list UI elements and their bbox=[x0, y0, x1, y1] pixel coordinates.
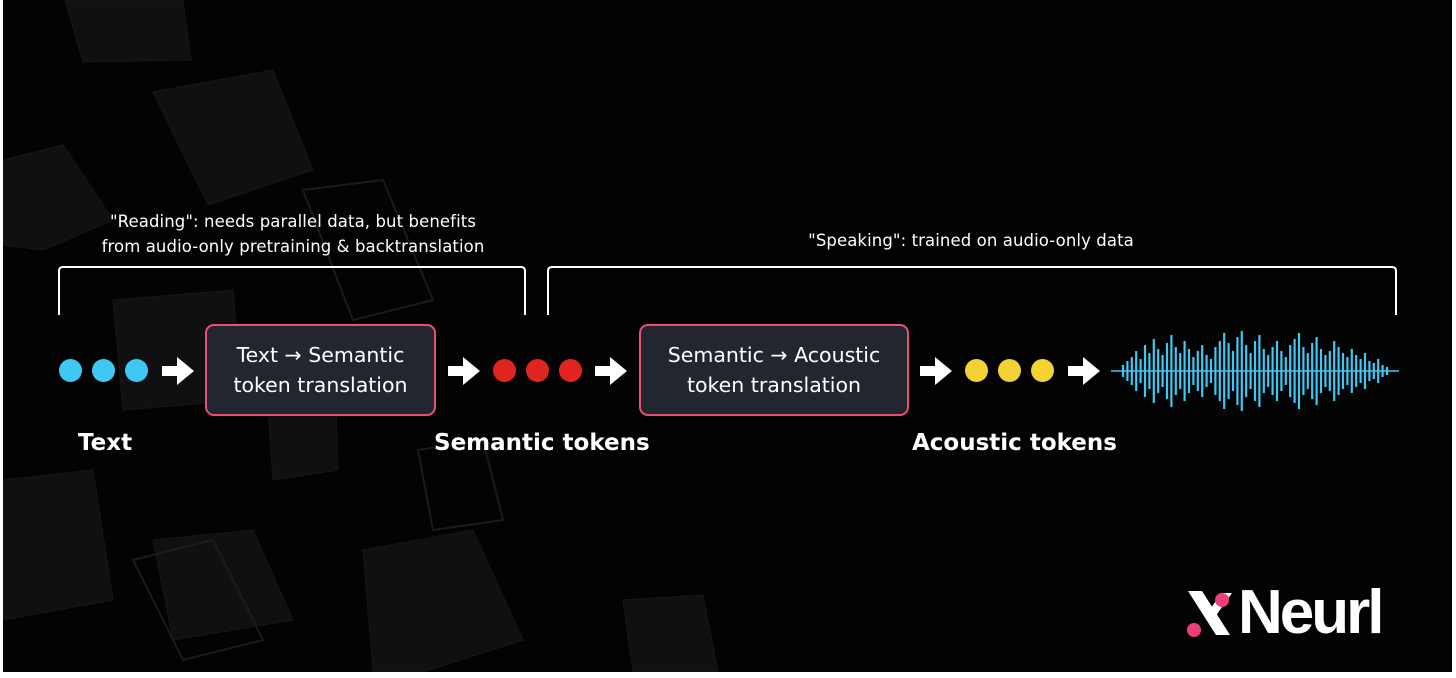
waveform-icon bbox=[1111, 331, 1399, 411]
reading-bracket bbox=[58, 266, 526, 315]
neurl-logo: Neurl bbox=[1182, 578, 1384, 647]
neurl-x-icon bbox=[1187, 591, 1232, 637]
arrow-right-icon bbox=[162, 357, 194, 385]
semantic-to-acoustic-box: Semantic → Acoustic token translation bbox=[639, 324, 909, 416]
speaking-caption: "Speaking": trained on audio-only data bbox=[808, 231, 1134, 250]
reading-caption: "Reading": needs parallel data, but bene… bbox=[101, 212, 485, 256]
text-token-dot bbox=[92, 359, 115, 382]
text-to-semantic-box: Text → Semantic token translation bbox=[205, 324, 436, 416]
acoustic-token-dot bbox=[998, 359, 1021, 382]
arrow-right-icon bbox=[448, 357, 480, 385]
arrow-right-icon bbox=[1068, 357, 1100, 385]
logo-wordmark: Neurl bbox=[1238, 578, 1384, 647]
text-token-dot bbox=[125, 359, 148, 382]
semantic-tokens-label: Semantic tokens bbox=[434, 430, 650, 456]
diagram-canvas: "Reading": needs parallel data, but bene… bbox=[3, 0, 1452, 672]
text-token-dot bbox=[59, 359, 82, 382]
arrow-right-icon bbox=[920, 357, 952, 385]
acoustic-token-dot bbox=[1031, 359, 1054, 382]
semantic-token-dot bbox=[559, 359, 582, 382]
speaking-bracket bbox=[547, 266, 1397, 315]
acoustic-tokens-label: Acoustic tokens bbox=[912, 430, 1117, 456]
arrow-right-icon bbox=[595, 357, 627, 385]
text-label: Text bbox=[78, 430, 133, 456]
acoustic-token-dot bbox=[965, 359, 988, 382]
semantic-token-dot bbox=[526, 359, 549, 382]
semantic-token-dot bbox=[493, 359, 516, 382]
